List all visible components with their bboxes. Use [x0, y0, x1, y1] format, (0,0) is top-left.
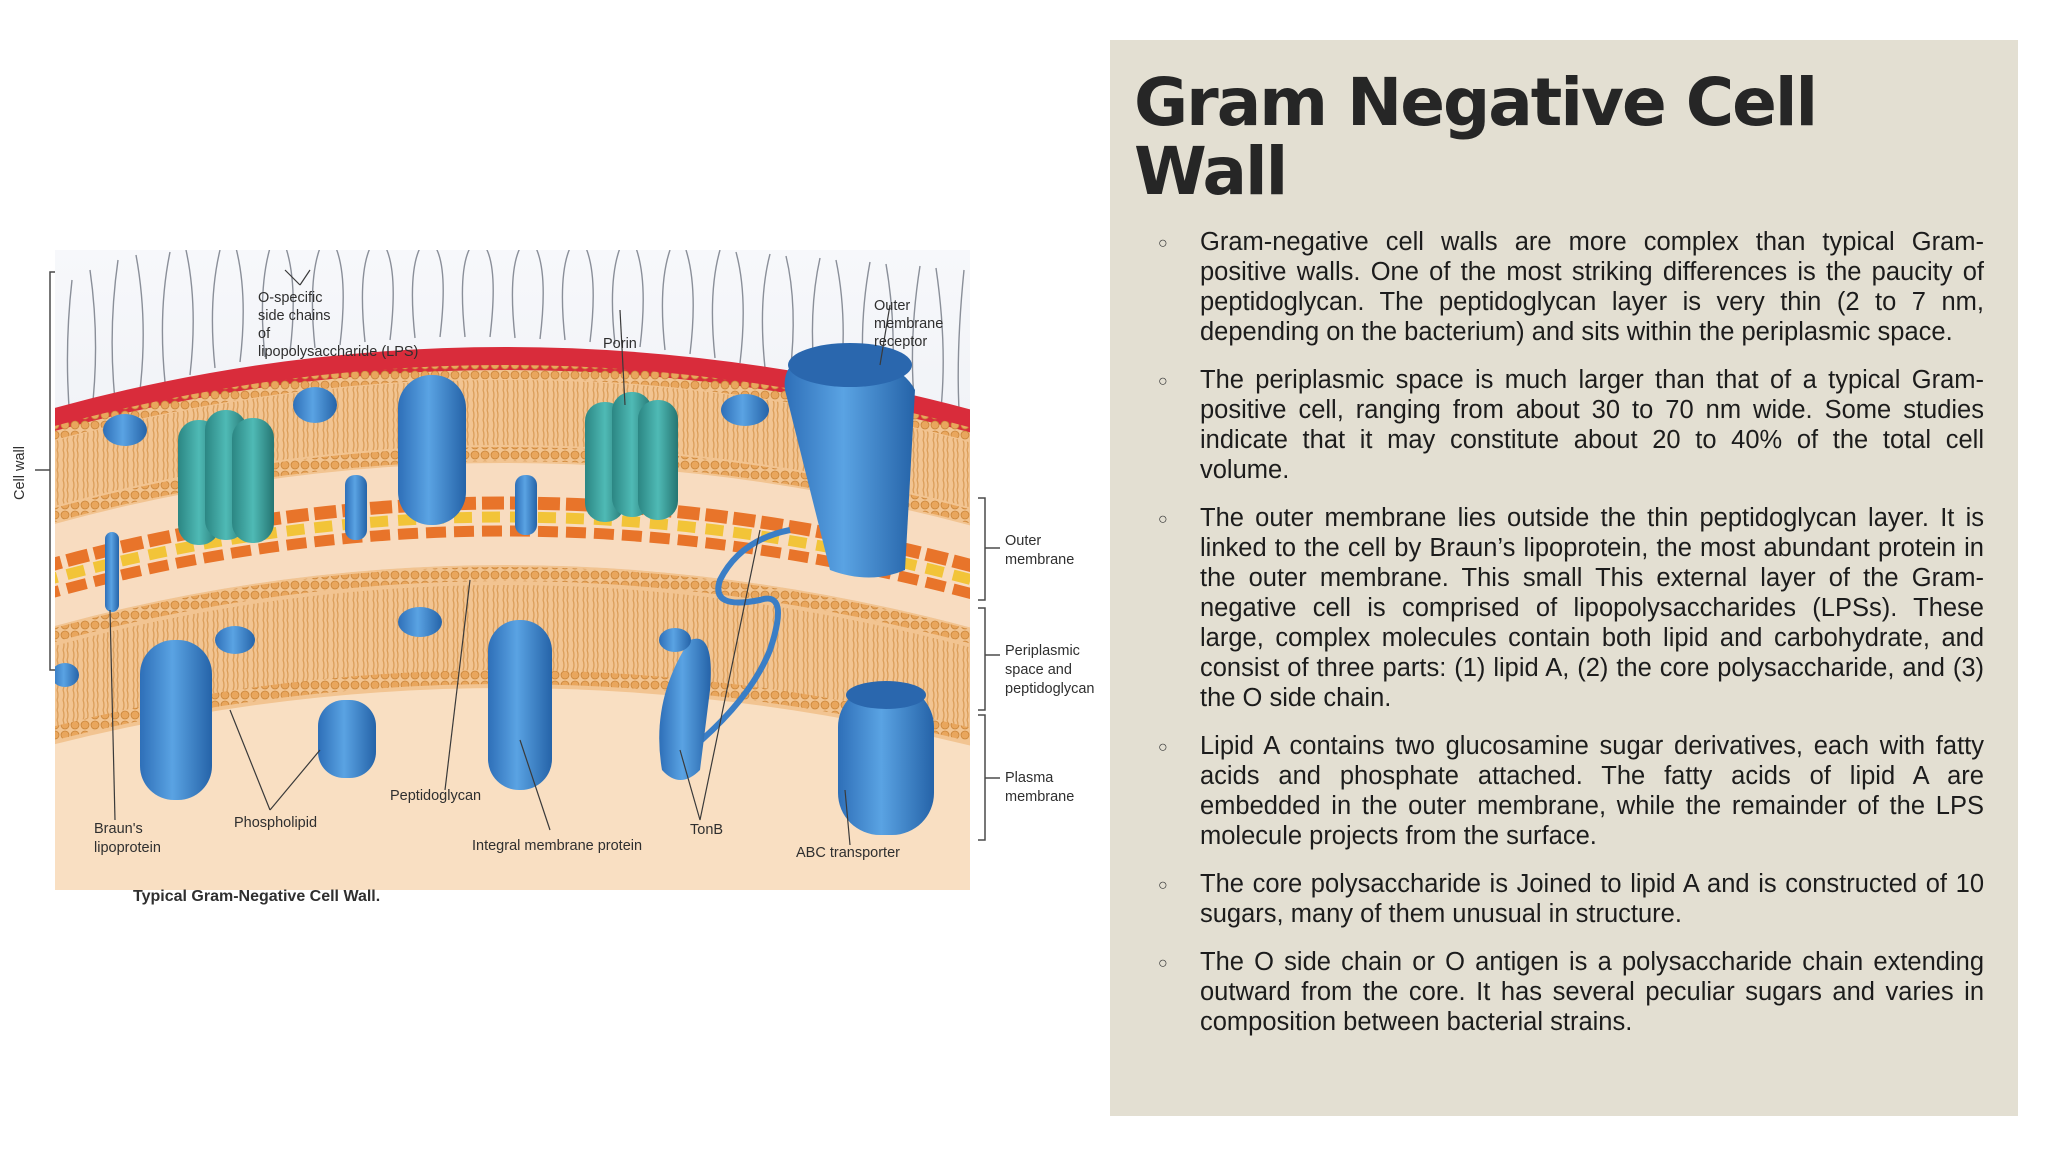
- hollow-circle-bullet-icon: ○: [1158, 234, 1168, 252]
- hollow-circle-bullet-icon: ○: [1158, 954, 1168, 972]
- abc-transporter: [838, 681, 934, 835]
- label-o-chain-3: of: [258, 326, 271, 342]
- figure-caption: Typical Gram-Negative Cell Wall.: [133, 888, 380, 905]
- label-plasma-membrane-1: Plasma: [1005, 770, 1054, 786]
- diagram-body: [55, 250, 970, 890]
- bullet-text: Gram-negative cell walls are more comple…: [1200, 227, 1984, 346]
- label-porin: Porin: [603, 336, 637, 352]
- tonb-receptor-complex: [688, 343, 915, 753]
- bullet-text: The core polysaccharide is Joined to lip…: [1200, 869, 1984, 928]
- tonb-shape: [659, 638, 711, 780]
- porin-right: [585, 392, 678, 522]
- lps-side-chains: [66, 250, 965, 427]
- label-o-chain-1: O-specific: [258, 290, 322, 306]
- bullet-item: ○ The core polysaccharide is Joined to l…: [1158, 869, 1984, 929]
- bullet-text: The outer membrane lies outside the thin…: [1200, 503, 1984, 712]
- label-periplasmic-3: peptidoglycan: [1005, 681, 1095, 697]
- bullet-text: The O side chain or O antigen is a polys…: [1200, 947, 1984, 1036]
- bullet-item: ○ The periplasmic space is much larger t…: [1158, 365, 1984, 485]
- text-panel: Gram Negative Cell Wall ○ Gram-negative …: [1110, 40, 2018, 1116]
- label-outer-membrane-2: membrane: [1005, 552, 1074, 568]
- label-periplasmic-2: space and: [1005, 662, 1072, 678]
- periplasm: [55, 463, 970, 628]
- hollow-circle-bullet-icon: ○: [1158, 372, 1168, 390]
- bullet-list: ○ Gram-negative cell walls are more comp…: [1134, 227, 1984, 1037]
- label-peptidoglycan: Peptidoglycan: [390, 788, 481, 804]
- label-cell-wall: Cell wall: [12, 446, 28, 500]
- label-periplasmic-1: Periplasmic: [1005, 643, 1080, 659]
- leader-lines: [109, 269, 891, 846]
- label-receptor-2: membrane: [874, 316, 943, 332]
- label-brauns-2: lipoprotein: [94, 840, 161, 856]
- integral-membrane-protein: [488, 620, 552, 790]
- hollow-circle-bullet-icon: ○: [1158, 510, 1168, 528]
- label-outer-membrane-1: Outer: [1005, 533, 1041, 549]
- label-abc: ABC transporter: [796, 845, 900, 861]
- hollow-circle-bullet-icon: ○: [1158, 738, 1168, 756]
- cell-wall-diagram: Cell wall O-specific side chains of lipo…: [12, 250, 1095, 905]
- hollow-circle-bullet-icon: ○: [1158, 876, 1168, 894]
- brackets: [35, 271, 1000, 841]
- label-tonb: TonB: [690, 822, 723, 838]
- figure-area: Cell wall O-specific side chains of lipo…: [12, 250, 1095, 905]
- label-receptor-3: receptor: [874, 334, 927, 350]
- bullet-item: ○ Gram-negative cell walls are more comp…: [1158, 227, 1984, 347]
- label-brauns-1: Braun's: [94, 821, 143, 837]
- label-phospholipid: Phospholipid: [234, 815, 317, 831]
- label-o-chain-2: side chains: [258, 308, 331, 324]
- bullet-item: ○ The outer membrane lies outside the th…: [1158, 503, 1984, 713]
- label-o-chain-4: lipopolysaccharide (LPS): [258, 344, 418, 360]
- porin-left: [178, 410, 274, 545]
- bullet-text: The periplasmic space is much larger tha…: [1200, 365, 1984, 484]
- lps-red-layer: [55, 347, 970, 433]
- outer-membrane-receptor: [398, 375, 466, 525]
- brauns-lipoprotein-shape: [105, 532, 119, 612]
- bullet-text: Lipid A contains two glucosamine sugar d…: [1200, 731, 1984, 850]
- label-integral: Integral membrane protein: [472, 838, 642, 854]
- bullet-item: ○ Lipid A contains two glucosamine sugar…: [1158, 731, 1984, 851]
- slide-title: Gram Negative Cell Wall: [1134, 64, 1818, 211]
- label-plasma-membrane-2: membrane: [1005, 789, 1074, 805]
- bullet-item: ○ The O side chain or O antigen is a pol…: [1158, 947, 1984, 1037]
- label-receptor-1: Outer: [874, 298, 910, 314]
